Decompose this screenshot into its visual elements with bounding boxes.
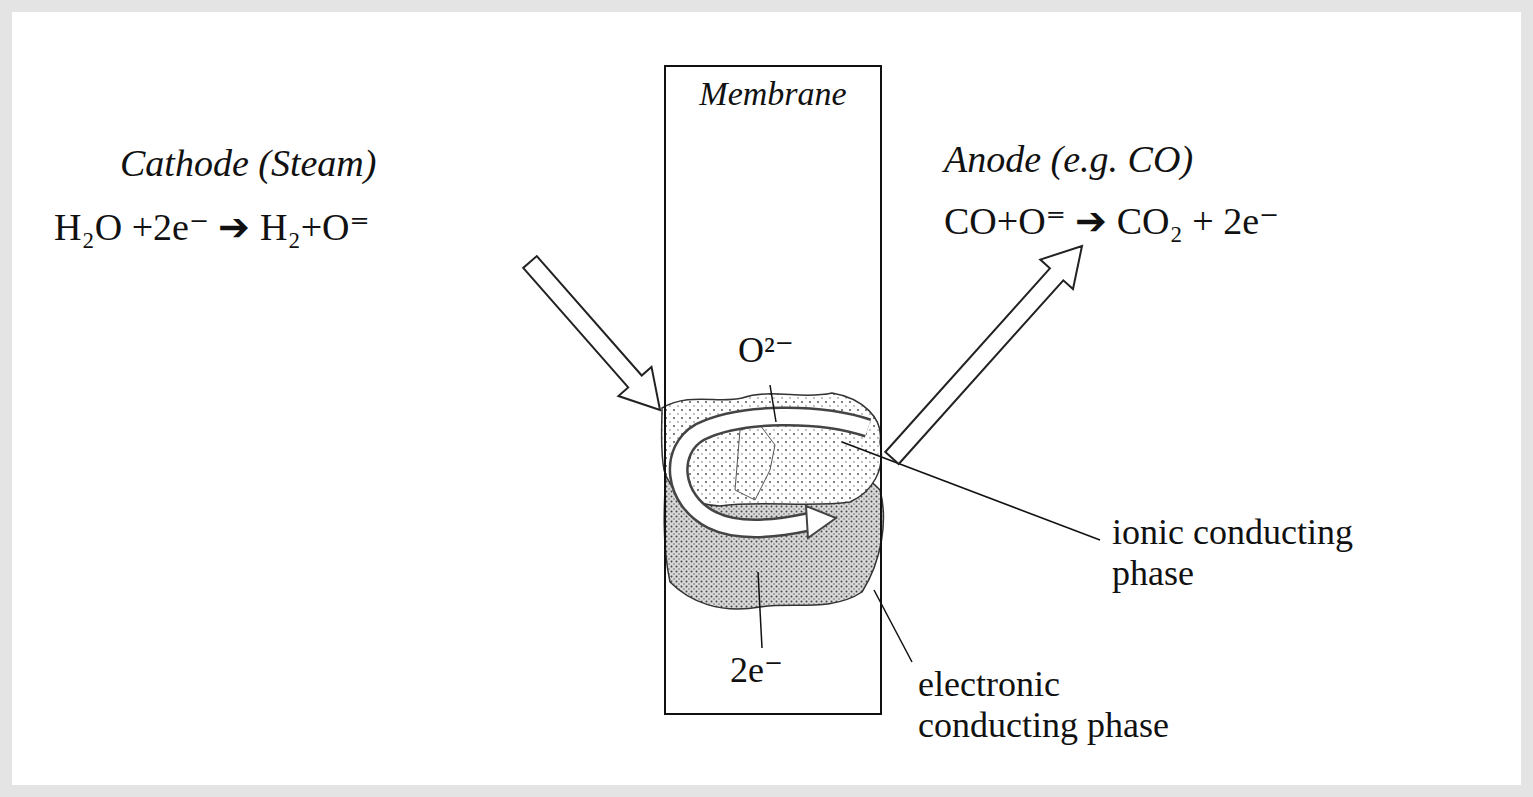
oxide-ion-label: O²⁻ [738, 330, 794, 371]
membrane-box: Membrane [664, 65, 882, 715]
cathode-reaction: H₂O +2e⁻ ➔ H₂+O⁼ [54, 206, 370, 250]
membrane-title: Membrane [666, 67, 880, 113]
electronic-phase-label: electronic conducting phase [918, 664, 1178, 747]
hollow-arrow [885, 246, 1082, 464]
cathode-label: Cathode (Steam) [120, 142, 376, 186]
anode-reaction: CO+O⁼ ➔ CO₂ + 2e⁻ [944, 200, 1279, 244]
hollow-arrow [523, 256, 660, 410]
ionic-phase-label: ionic conducting phase [1112, 512, 1372, 595]
anode-label: Anode (e.g. CO) [944, 138, 1193, 182]
electron-label: 2e⁻ [730, 650, 783, 691]
